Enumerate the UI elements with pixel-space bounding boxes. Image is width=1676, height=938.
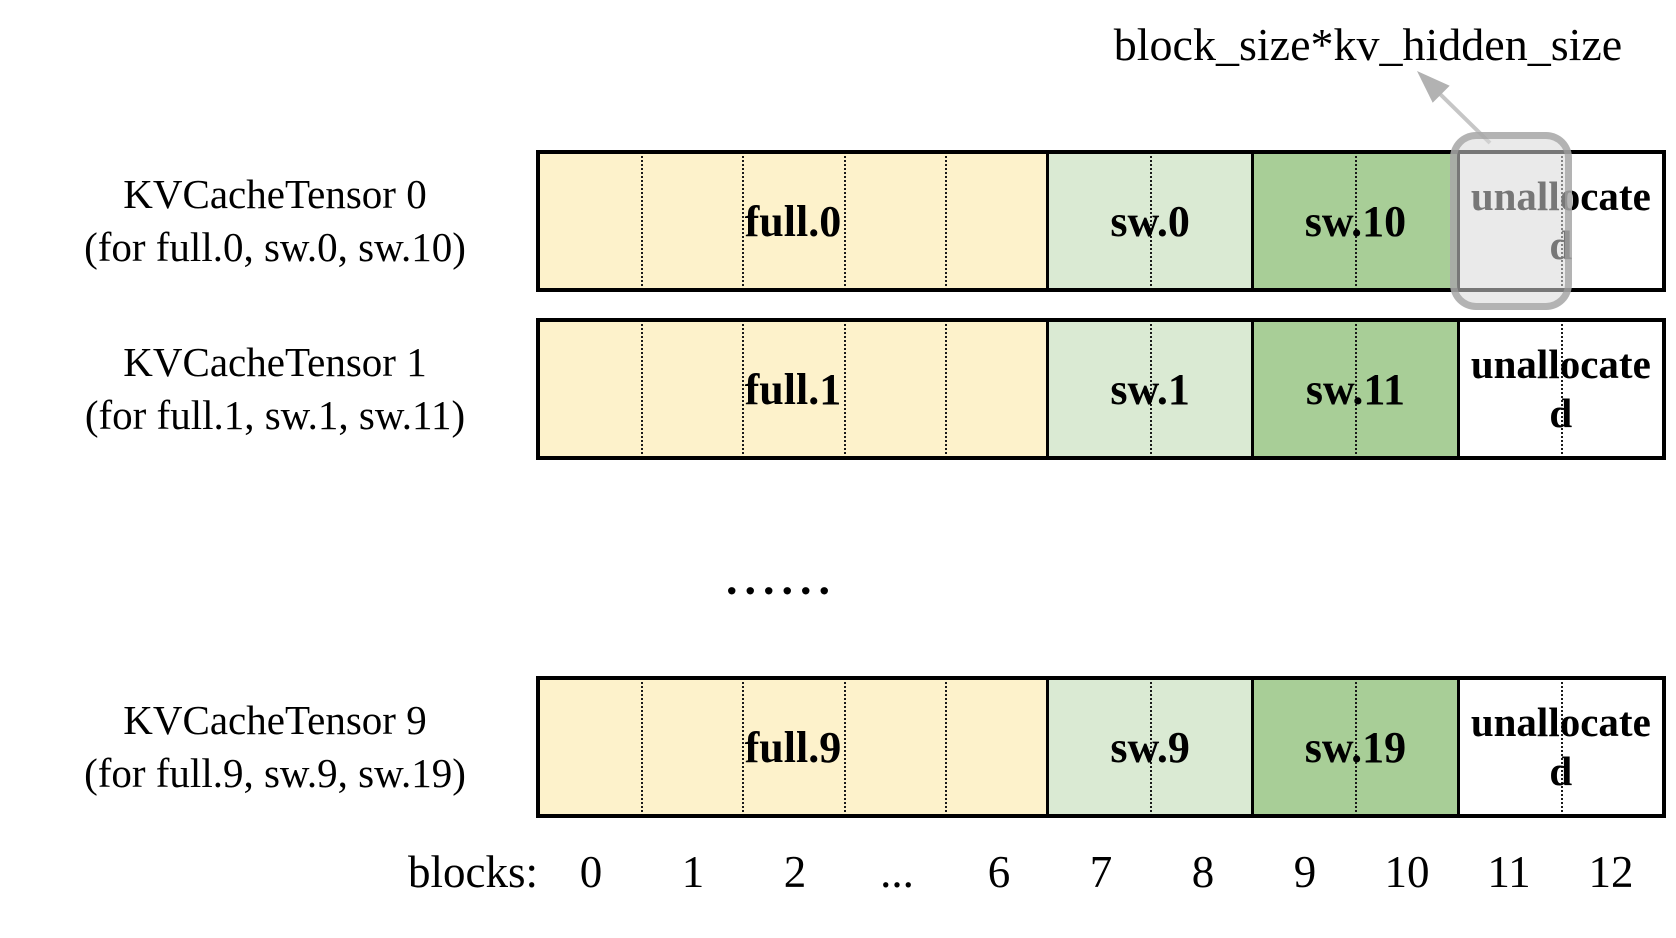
block-divider bbox=[843, 156, 846, 286]
segment-label: unallocated bbox=[1470, 340, 1651, 436]
block-divider bbox=[944, 156, 947, 286]
kv-cache-tensor-bar-9: full.9 sw.9 sw.19 unallocated bbox=[536, 676, 1666, 818]
segment-label: sw.9 bbox=[1110, 722, 1190, 772]
kv-cache-tensor-bar-1: full.1 sw.1 sw.11 unallocated bbox=[536, 318, 1666, 460]
block-divider bbox=[641, 682, 644, 812]
block-tick-12: 12 bbox=[1588, 847, 1634, 897]
block-divider bbox=[843, 682, 846, 812]
segment-label: sw.10 bbox=[1304, 196, 1407, 246]
segment-sw-offset: sw.19 bbox=[1251, 680, 1457, 814]
block-divider bbox=[1150, 324, 1153, 454]
block-divider bbox=[944, 324, 947, 454]
blocks-axis-label: blocks: bbox=[408, 847, 538, 897]
block-divider bbox=[1355, 682, 1358, 812]
segment-label: unallocated bbox=[1470, 698, 1651, 794]
block-divider bbox=[944, 682, 947, 812]
segment-full: full.1 bbox=[540, 322, 1046, 456]
tensor-name: KVCacheTensor 1 bbox=[123, 338, 427, 385]
tensor-subtitle: (for full.9, sw.9, sw.19) bbox=[84, 750, 466, 796]
block-tick-2: 2 bbox=[783, 847, 807, 897]
block-tick-10: 10 bbox=[1384, 847, 1430, 897]
block-divider bbox=[1355, 156, 1358, 286]
segment-label: full.0 bbox=[744, 196, 842, 246]
block-divider bbox=[843, 324, 846, 454]
block-divider bbox=[1560, 682, 1563, 812]
segment-sw-offset: sw.11 bbox=[1251, 322, 1457, 456]
block-tick-1: 1 bbox=[681, 847, 705, 897]
segment-label: sw.11 bbox=[1305, 364, 1405, 414]
block-size-annotation: block_size*kv_hidden_size bbox=[1113, 19, 1623, 70]
block-tick-ellipsis: ... bbox=[880, 847, 914, 897]
segment-label: full.9 bbox=[744, 722, 842, 772]
block-divider bbox=[641, 156, 644, 286]
segment-unallocated: unallocated bbox=[1456, 680, 1662, 814]
block-divider bbox=[641, 324, 644, 454]
block-tick-6: 6 bbox=[987, 847, 1011, 897]
tensor-name: KVCacheTensor 9 bbox=[123, 696, 427, 743]
block-divider bbox=[742, 682, 745, 812]
block-tick-8: 8 bbox=[1191, 847, 1215, 897]
block-divider bbox=[742, 156, 745, 286]
block-divider bbox=[1150, 682, 1153, 812]
block-divider bbox=[1150, 156, 1153, 286]
segment-full: full.9 bbox=[540, 680, 1046, 814]
tensor-subtitle: (for full.1, sw.1, sw.11) bbox=[84, 392, 466, 438]
block-tick-7: 7 bbox=[1089, 847, 1113, 897]
segment-label: sw.0 bbox=[1110, 196, 1190, 246]
segment-unallocated: unallocated bbox=[1456, 322, 1662, 456]
tensor-name: KVCacheTensor 0 bbox=[123, 170, 427, 217]
segment-sw-offset: sw.10 bbox=[1251, 154, 1457, 288]
segment-label: full.1 bbox=[744, 364, 842, 414]
segment-sw: sw.1 bbox=[1045, 322, 1252, 456]
block-tick-11: 11 bbox=[1487, 847, 1531, 897]
segment-label: sw.1 bbox=[1110, 364, 1190, 414]
segment-label: sw.19 bbox=[1304, 722, 1407, 772]
block-divider bbox=[742, 324, 745, 454]
rows-ellipsis: ...... bbox=[726, 553, 837, 604]
tensor-label-9: KVCacheTensor 9 (for full.9, sw.9, sw.19… bbox=[35, 676, 515, 818]
block-divider bbox=[1560, 324, 1563, 454]
tensor-subtitle: (for full.0, sw.0, sw.10) bbox=[84, 224, 466, 270]
segment-full: full.0 bbox=[540, 154, 1046, 288]
tensor-label-0: KVCacheTensor 0 (for full.0, sw.0, sw.10… bbox=[35, 150, 515, 292]
block-tick-0: 0 bbox=[579, 847, 603, 897]
tensor-label-1: KVCacheTensor 1 (for full.1, sw.1, sw.11… bbox=[35, 318, 515, 460]
block-tick-9: 9 bbox=[1293, 847, 1317, 897]
segment-sw: sw.9 bbox=[1045, 680, 1252, 814]
segment-sw: sw.0 bbox=[1045, 154, 1252, 288]
block-size-highlight-box bbox=[1450, 132, 1572, 310]
block-divider bbox=[1355, 324, 1358, 454]
